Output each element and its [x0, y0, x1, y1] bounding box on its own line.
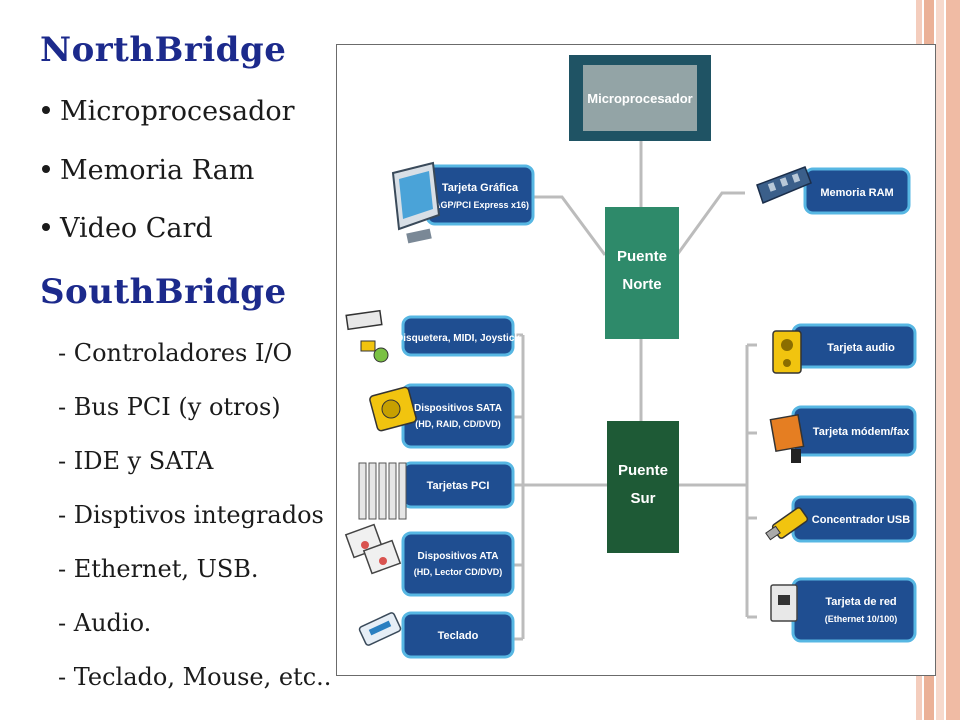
device-label: Tarjetas PCI	[427, 480, 490, 492]
southbridge-chip-block: Puente Sur	[607, 421, 679, 553]
keyboard-icon	[358, 612, 402, 646]
connector-lines	[513, 139, 757, 641]
device-label: Concentrador USB	[812, 514, 910, 526]
southbridge-item: - Disptivos integrados	[58, 501, 324, 529]
keyboard-joystick-icon	[345, 309, 389, 363]
device-label: Teclado	[438, 630, 479, 642]
graphics-to-northbridge-line	[532, 195, 607, 256]
device-label: Dispositivos ATA	[418, 551, 499, 562]
bullet-microprocesador: Microprocesador	[42, 96, 295, 127]
bullet-video-card: Video Card	[42, 213, 213, 244]
microprocessor-block: Microprocesador	[569, 55, 711, 141]
cpu-label: Microprocesador	[587, 91, 692, 106]
memory-to-northbridge-line	[675, 191, 745, 256]
left-device-keyboard: Teclado	[358, 611, 515, 659]
northbridge-chip	[605, 207, 679, 339]
northbridge-chip-label-1: Puente	[617, 248, 667, 265]
southbridge-chip-label-2: Sur	[630, 490, 655, 507]
northbridge-chip-label-2: Norte	[622, 276, 661, 293]
southbridge-item: - Teclado, Mouse, etc..	[58, 663, 332, 691]
right-device-network: Tarjeta de red (Ethernet 10/100)	[770, 577, 917, 643]
cpu-chip	[583, 65, 697, 131]
southbridge-item: - Ethernet, USB.	[58, 555, 259, 583]
usb-icon	[765, 507, 809, 541]
chipset-diagram: Microprocesador Puente Norte Puente Sur …	[336, 44, 936, 676]
memory-box	[803, 167, 911, 215]
device-label: Tarjeta de red	[825, 596, 896, 608]
device-sublabel: (HD, Lector CD/DVD)	[414, 567, 503, 577]
device-box	[401, 383, 515, 449]
pci-slots-icon	[358, 462, 407, 520]
graphics-card-sublabel: (AGP/PCI Express x16)	[431, 200, 529, 210]
stripe-3	[936, 0, 944, 720]
right-device-usb: Concentrador USB	[765, 495, 917, 543]
ram-stick-icon	[756, 166, 812, 205]
northbridge-chip-block: Puente Norte	[605, 207, 679, 339]
chipset-diagram-svg: Microprocesador Puente Norte Puente Sur …	[344, 55, 917, 659]
graphics-card-block: Tarjeta Gráfica (AGP/PCI Express x16)	[391, 161, 535, 244]
left-device-sata: Dispositivos SATA (HD, RAID, CD/DVD)	[369, 383, 515, 449]
left-device-floppy-midi-joystick: Disquetera, MIDI, Joystick	[345, 309, 520, 363]
southbridge-chip	[607, 421, 679, 553]
bullet-dot	[42, 164, 50, 173]
memory-block: Memoria RAM	[756, 166, 911, 215]
northbridge-heading: NorthBridge	[40, 30, 287, 70]
southbridge-heading: SouthBridge	[40, 272, 287, 312]
bullet-memoria-ram: Memoria Ram	[42, 155, 254, 186]
southbridge-item: - IDE y SATA	[58, 447, 214, 475]
device-label: Tarjeta módem/fax	[813, 426, 910, 438]
bullet-label: Memoria Ram	[60, 155, 255, 186]
device-sublabel: (Ethernet 10/100)	[825, 614, 898, 624]
bullet-label: Microprocesador	[60, 96, 295, 127]
right-device-modem: Tarjeta módem/fax	[769, 405, 917, 463]
graphics-card-label: Tarjeta Gráfica	[442, 182, 519, 194]
monitor-icon	[391, 161, 441, 244]
disc-drives-icon	[344, 523, 402, 575]
southbridge-item: - Audio.	[58, 609, 152, 637]
device-box	[401, 611, 515, 659]
graphics-card-box	[425, 164, 535, 226]
device-sublabel: (HD, RAID, CD/DVD)	[415, 419, 501, 429]
device-label: Tarjeta audio	[827, 342, 895, 354]
network-card-icon	[770, 584, 798, 622]
device-label: Dispositivos SATA	[414, 403, 502, 414]
bullet-dot	[42, 222, 50, 231]
modem-icon	[769, 413, 805, 463]
hard-disk-icon	[369, 386, 417, 432]
speaker-icon	[772, 330, 802, 374]
bullet-dot	[42, 105, 50, 114]
bullet-label: Video Card	[60, 213, 213, 244]
device-label: Disquetera, MIDI, Joystick	[396, 333, 520, 344]
left-device-pci: Tarjetas PCI	[358, 461, 515, 520]
right-device-audio: Tarjeta audio	[772, 323, 917, 374]
memory-label: Memoria RAM	[820, 187, 893, 199]
device-box	[401, 531, 515, 597]
southbridge-item: - Bus PCI (y otros)	[58, 393, 281, 421]
device-box	[791, 577, 917, 643]
device-box	[401, 315, 515, 357]
left-device-ata: Dispositivos ATA (HD, Lector CD/DVD)	[344, 523, 515, 597]
stripe-4	[946, 0, 960, 720]
southbridge-item: - Controladores I/O	[58, 339, 293, 367]
southbridge-chip-label-1: Puente	[618, 462, 668, 479]
